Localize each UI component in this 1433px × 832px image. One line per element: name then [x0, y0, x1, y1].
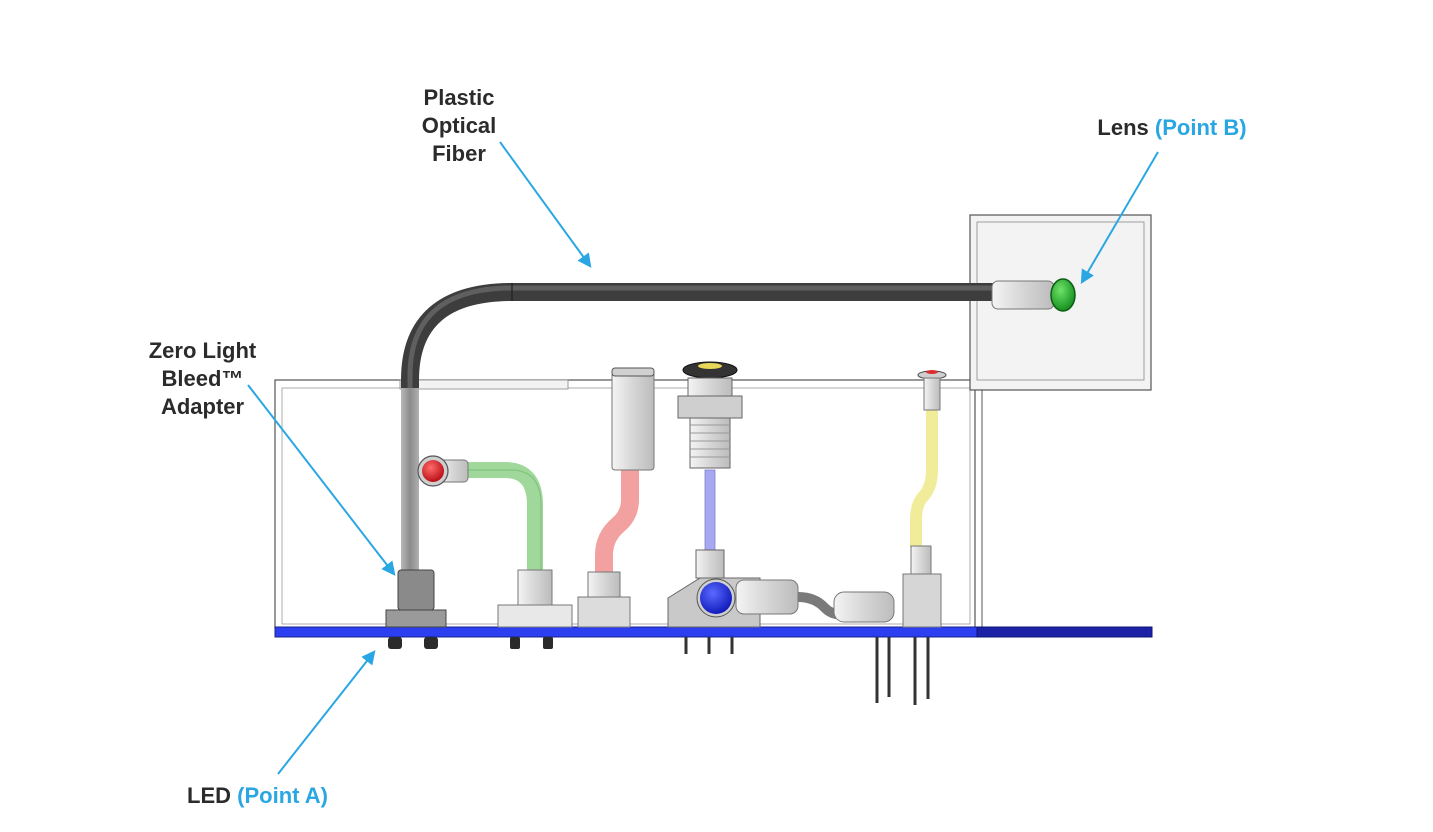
label-zlb-line1: Zero Light	[148, 338, 257, 363]
label-plastic-optical-fiber: Plastic Optical Fiber	[400, 84, 518, 168]
led-leg-left	[388, 637, 402, 649]
green-lens-icon	[1050, 278, 1076, 312]
blue-indicator-icon	[700, 582, 732, 614]
enclosure-top-slot	[399, 379, 569, 390]
red-light-pipe-assembly	[577, 367, 655, 628]
blue-light-pipe-assembly	[667, 361, 895, 654]
label-lens-text: Lens	[1097, 115, 1149, 140]
led-leg-right	[424, 637, 438, 649]
pcb-extension	[976, 626, 1153, 638]
fiber-inside-enclosure	[401, 388, 419, 578]
label-lens-highlight: (Point B)	[1154, 115, 1247, 140]
arrow-to-adapter	[247, 384, 396, 576]
label-led-point-a: LED (Point A)	[170, 782, 345, 810]
plastic-optical-fiber	[401, 283, 1000, 578]
label-zero-light-bleed-adapter: Zero Light Bleed™ Adapter	[130, 337, 275, 421]
arrow-to-fiber	[499, 141, 592, 268]
label-pof-line3: Fiber	[432, 141, 486, 166]
red-indicator-icon	[422, 460, 444, 482]
lens-holder	[991, 280, 1055, 310]
label-pof-line2: Optical	[421, 113, 497, 138]
arrow-to-lens	[1080, 151, 1159, 285]
lens-point-b	[991, 278, 1076, 312]
red-indicator-assembly	[417, 455, 573, 649]
pcb-main	[274, 626, 978, 638]
zero-light-bleed-adapter	[385, 569, 447, 649]
label-led-text: LED	[187, 783, 232, 808]
label-zlb-line2: Bleed™	[161, 366, 244, 391]
label-pof-line1: Plastic	[423, 85, 495, 110]
arrow-to-led	[277, 650, 376, 775]
label-zlb-line3: Adapter	[160, 394, 245, 419]
label-led-highlight: (Point A)	[237, 783, 328, 808]
yellow-light-pipe-assembly	[875, 370, 947, 705]
label-lens-point-b: Lens (Point B)	[1082, 114, 1262, 142]
pcb-board	[274, 626, 1153, 638]
callout-arrows	[247, 141, 1159, 775]
